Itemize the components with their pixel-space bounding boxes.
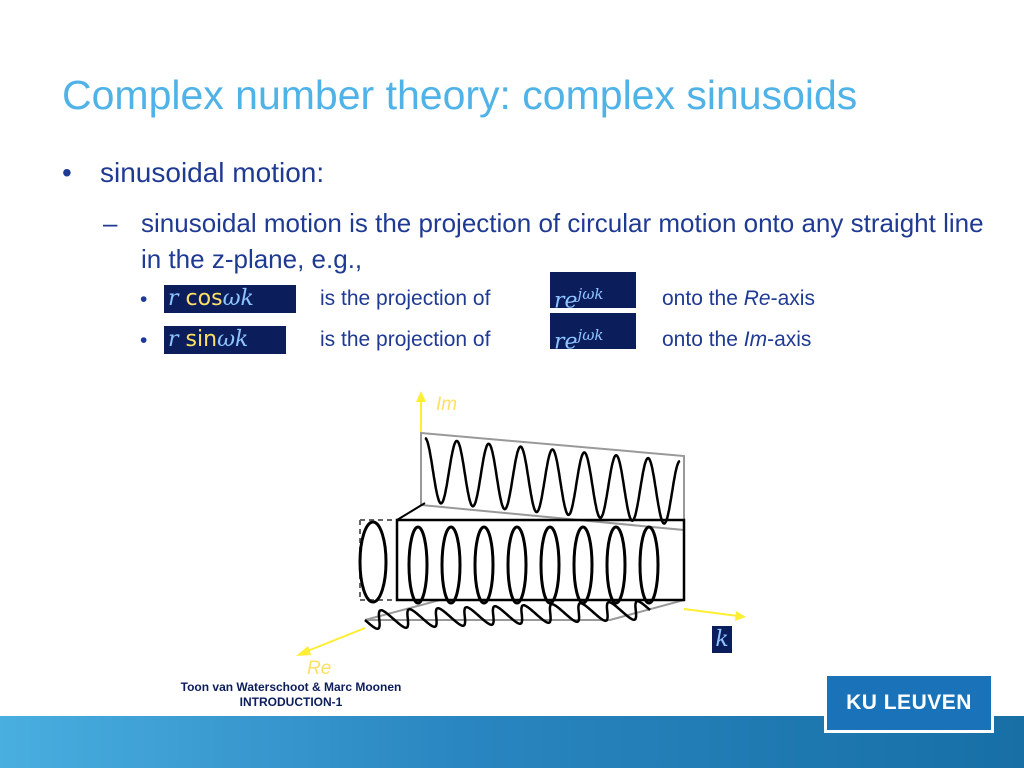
math-fn: sin bbox=[185, 327, 218, 352]
math-r-e-j-omega-k: rejωk bbox=[550, 272, 636, 313]
projection-phrase: is the projection of bbox=[320, 287, 491, 310]
axis-phrase: onto the Im-axis bbox=[662, 328, 811, 352]
bullet-text: sinusoidal motion: bbox=[100, 157, 325, 188]
projection-item-im: • r sinωk is the projection of rejωk ont… bbox=[140, 313, 900, 358]
math-r-cos-omega-k: r cosωk bbox=[164, 285, 296, 313]
k-axis-line bbox=[683, 608, 739, 617]
cylinder-box-edge bbox=[396, 502, 426, 521]
helix-loop bbox=[440, 525, 462, 605]
helix-projection-diagram bbox=[296, 391, 746, 656]
sub-bullet-projection: – sinusoidal motion is the projection of… bbox=[103, 205, 1003, 277]
k-axis-label: k bbox=[712, 626, 732, 653]
bullet-mark: • bbox=[140, 329, 148, 352]
footer-authors: Toon van Waterschoot & Marc Moonen INTRO… bbox=[180, 680, 402, 710]
math-r-e-j-omega-k: rejωk bbox=[550, 313, 636, 354]
math-arg: ωk bbox=[222, 286, 254, 311]
im-axis-label: Im bbox=[436, 394, 458, 415]
re-axis-label: Re bbox=[307, 658, 332, 679]
axis-name: Im bbox=[743, 328, 768, 351]
onto-text: onto the bbox=[662, 287, 738, 310]
math-base: re bbox=[554, 329, 578, 355]
axis-suffix: -axis bbox=[770, 287, 815, 310]
helix-loop bbox=[605, 525, 627, 605]
helix-loop bbox=[539, 525, 561, 605]
unit-circle bbox=[358, 520, 388, 604]
projection-item-re: • r cosωk is the projection of rejωk ont… bbox=[140, 272, 900, 317]
axis-suffix: -axis bbox=[767, 328, 812, 351]
math-arg: ωk bbox=[217, 327, 249, 352]
section-label: INTRODUCTION-1 bbox=[239, 695, 343, 709]
math-exponent: jωk bbox=[577, 285, 604, 303]
math-exponent: jωk bbox=[577, 326, 604, 344]
re-axis-arrow bbox=[296, 646, 311, 656]
bullet-mark: • bbox=[62, 157, 72, 188]
axis-phrase: onto the Re-axis bbox=[662, 287, 815, 311]
sine-curve bbox=[424, 436, 681, 525]
helix-loop bbox=[638, 525, 660, 605]
k-axis-arrow bbox=[735, 611, 746, 621]
sub-bullet-text: sinusoidal motion is the projection of c… bbox=[141, 208, 984, 274]
slide-title: Complex number theory: complex sinusoids bbox=[62, 72, 858, 118]
math-var: r bbox=[168, 286, 179, 311]
im-axis-arrow bbox=[416, 391, 426, 402]
math-var: r bbox=[168, 327, 179, 352]
dash-mark: – bbox=[103, 208, 118, 238]
math-r-sin-omega-k: r sinωk bbox=[164, 326, 286, 354]
author-names: Toon van Waterschoot & Marc Moonen bbox=[180, 680, 402, 694]
projection-phrase: is the projection of bbox=[320, 328, 491, 351]
axis-name: Re bbox=[743, 287, 771, 310]
helix-loops bbox=[407, 525, 660, 605]
helix-loop bbox=[473, 525, 495, 605]
bullet-sinusoidal-motion: • sinusoidal motion: bbox=[62, 157, 324, 189]
math-base: re bbox=[554, 288, 578, 314]
helix-loop bbox=[506, 525, 528, 605]
ku-leuven-logo: KU LEUVEN bbox=[824, 673, 994, 733]
helix-loop bbox=[407, 525, 429, 605]
helix-loop bbox=[572, 525, 594, 605]
bullet-mark: • bbox=[140, 288, 148, 311]
cosine-curve bbox=[364, 600, 651, 631]
math-fn: cos bbox=[185, 286, 223, 311]
onto-text: onto the bbox=[662, 328, 738, 351]
re-axis-line bbox=[304, 627, 366, 653]
